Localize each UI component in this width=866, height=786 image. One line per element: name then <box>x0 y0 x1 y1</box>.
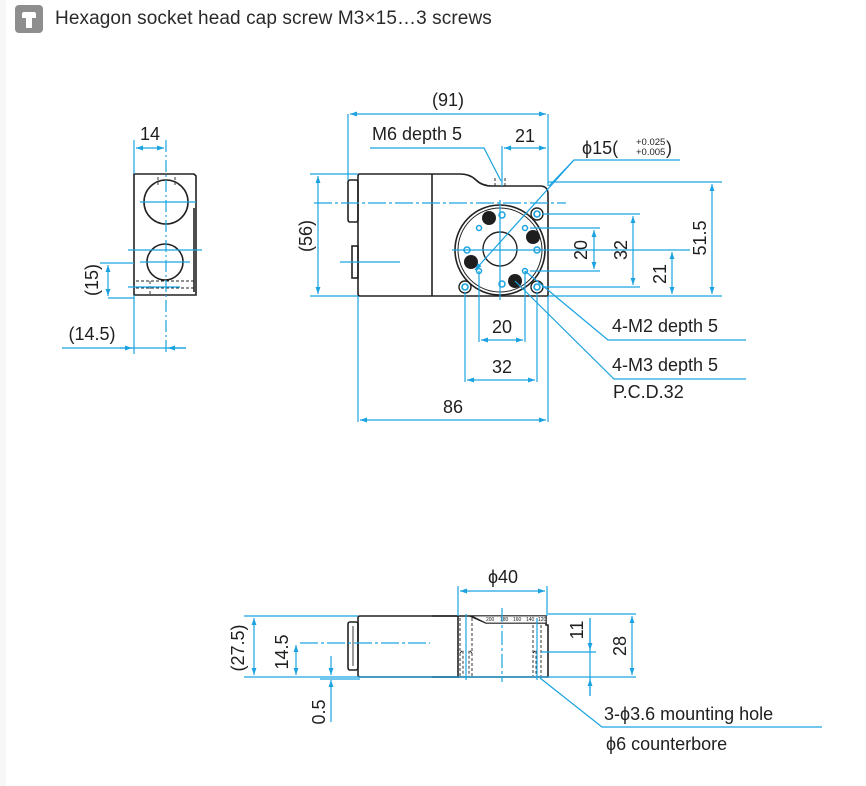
counterbore-depth-dim: 11 <box>567 621 587 640</box>
horizontal-20-dim: 20 <box>492 317 512 337</box>
page-margin <box>0 0 6 786</box>
bottom-view: 200 180 160 140 120 <box>228 567 822 754</box>
front-height-dim: (56) <box>296 220 316 252</box>
m2-tap-label: 4-M2 depth 5 <box>612 316 718 336</box>
side-offset-dim: (14.5) <box>68 324 115 344</box>
overall-length-dim: (91) <box>432 90 464 110</box>
horizontal-32-dim: 32 <box>492 357 512 377</box>
part-note-header: Hexagon socket head cap screw M3×15…3 sc… <box>15 4 492 34</box>
bottom-view-hidden-lines <box>459 618 542 676</box>
part-note-text: Hexagon socket head cap screw M3×15…3 sc… <box>55 8 492 29</box>
side-height-dim: (15) <box>82 264 102 296</box>
m3-tap-label: 4-M3 depth 5 <box>612 355 718 375</box>
bore-diameter-callout: ϕ15( +0.025 +0.005 ) <box>582 137 672 158</box>
side-view-outline <box>133 173 197 296</box>
bore-tol-upper: +0.025 <box>636 137 665 148</box>
bottom-overall-height-dim: (27.5) <box>228 624 248 671</box>
scale-mark: 200 <box>486 617 495 623</box>
m6-tap-label: M6 depth 5 <box>372 124 462 144</box>
side-width-dim: 14 <box>140 124 160 144</box>
counterbore-label: ϕ6 counterbore <box>606 734 727 754</box>
axis-height-dim: 14.5 <box>272 634 292 669</box>
vertical-20-dim: 20 <box>571 240 591 260</box>
m3-tapped-holes <box>464 211 540 288</box>
bottom-diameter-dim: ϕ40 <box>488 567 518 587</box>
vertical-21-dim: 21 <box>650 264 670 284</box>
vertical-32-dim: 32 <box>611 240 631 260</box>
scale-mark: 120 <box>538 617 547 623</box>
bottom-view-outline <box>347 615 549 678</box>
pcd-label: P.C.D.32 <box>613 382 684 402</box>
scale-mark: 160 <box>513 617 522 623</box>
mounting-hole-label: 3-ϕ3.6 mounting hole <box>604 704 773 724</box>
bore-diameter: ϕ15( <box>582 138 618 158</box>
bottom-view-dimension-lines <box>244 586 822 728</box>
angle-scale: 200 180 160 140 120 <box>471 615 547 624</box>
bore-diameter-close: ) <box>666 138 672 158</box>
total-height-dim: 28 <box>610 636 630 656</box>
vertical-51-5-dim: 51.5 <box>690 220 710 255</box>
scale-mark: 180 <box>500 617 509 623</box>
tap-offset-dim: 21 <box>515 126 535 146</box>
bore-tol-lower: +0.005 <box>636 147 665 158</box>
front-view: (91) M6 depth 5 21 ϕ15( +0.025 +0.005 ) … <box>296 90 746 423</box>
screw-icon <box>15 5 43 33</box>
base-offset-dim: 0.5 <box>309 699 329 724</box>
front-view-dimension-lines <box>310 111 746 423</box>
side-view-hidden-lines <box>136 177 194 295</box>
body-length-dim: 86 <box>443 397 463 417</box>
front-view-hidden-lines <box>494 178 506 186</box>
side-view-dimension-lines <box>62 140 202 354</box>
scale-mark: 140 <box>526 617 535 623</box>
side-view: 14 (15) (14.5) <box>62 124 202 354</box>
